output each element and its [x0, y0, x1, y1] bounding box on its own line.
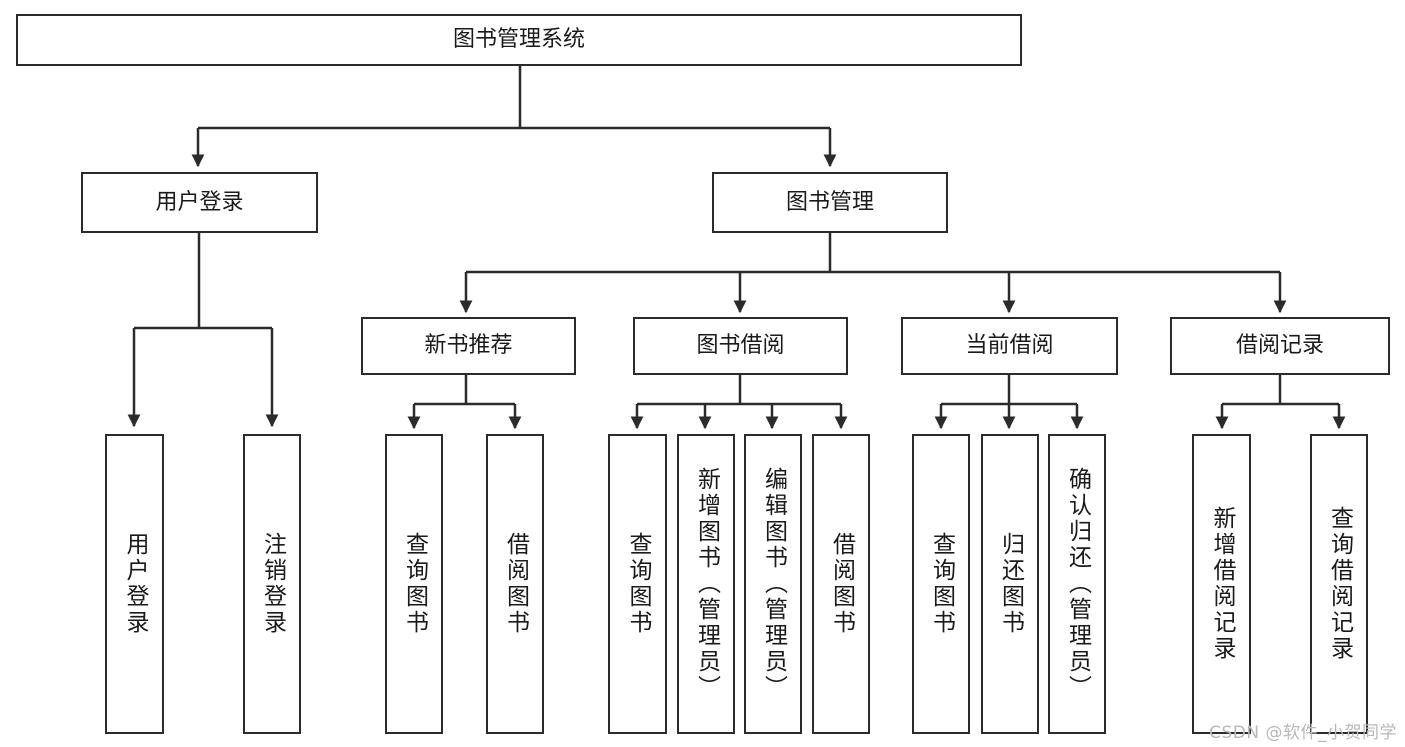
node-leaf-user-login-label: 用户登录 [122, 532, 148, 636]
node-new-book-recommend[interactable]: 新书推荐 [361, 317, 576, 375]
node-leaf-return-book[interactable]: 归还图书 [981, 434, 1039, 734]
node-leaf-borrow-book-label: 借阅图书 [828, 532, 855, 636]
node-leaf-edit-book-admin-label: 编辑图书（管理员） [760, 467, 787, 701]
node-leaf-user-login[interactable]: 用户登录 [105, 434, 164, 734]
node-leaf-add-book-admin[interactable]: 新增图书（管理员） [677, 434, 735, 734]
node-leaf-query-book-new-label: 查询图书 [401, 532, 428, 636]
node-leaf-logout[interactable]: 注销登录 [243, 434, 301, 734]
node-leaf-query-book-current[interactable]: 查询图书 [912, 434, 970, 734]
node-book-borrow-label: 图书借阅 [696, 333, 785, 359]
node-leaf-add-borrow-record[interactable]: 新增借阅记录 [1192, 434, 1251, 734]
node-leaf-add-book-admin-label: 新增图书（管理员） [693, 467, 720, 701]
node-leaf-confirm-return-admin[interactable]: 确认归还（管理员） [1048, 434, 1106, 734]
node-borrow-record[interactable]: 借阅记录 [1170, 317, 1390, 375]
node-root[interactable]: 图书管理系统 [16, 14, 1022, 66]
node-book-management[interactable]: 图书管理 [712, 172, 948, 233]
node-leaf-query-book-borrow-label: 查询图书 [625, 532, 651, 636]
node-leaf-logout-label: 注销登录 [259, 532, 286, 636]
node-current-borrow[interactable]: 当前借阅 [901, 317, 1118, 375]
node-leaf-query-book-borrow[interactable]: 查询图书 [608, 434, 667, 734]
node-leaf-return-book-label: 归还图书 [997, 532, 1024, 636]
node-borrow-record-label: 借阅记录 [1235, 333, 1324, 359]
node-leaf-add-borrow-record-label: 新增借阅记录 [1209, 506, 1235, 662]
node-leaf-borrow-book-new-label: 借阅图书 [502, 532, 529, 636]
node-user-login-label: 用户登录 [155, 189, 244, 215]
watermark-text: CSDN @软件_小贺同学 [1209, 723, 1397, 743]
node-leaf-query-book-new[interactable]: 查询图书 [385, 434, 443, 734]
node-book-management-label: 图书管理 [785, 189, 874, 215]
node-leaf-query-borrow-record-label: 查询借阅记录 [1326, 506, 1353, 662]
node-leaf-borrow-book[interactable]: 借阅图书 [812, 434, 870, 734]
node-leaf-query-borrow-record[interactable]: 查询借阅记录 [1310, 434, 1368, 734]
node-leaf-confirm-return-admin-label: 确认归还（管理员） [1064, 467, 1091, 701]
node-leaf-edit-book-admin[interactable]: 编辑图书（管理员） [744, 434, 802, 734]
node-book-borrow[interactable]: 图书借阅 [633, 317, 848, 375]
node-user-login[interactable]: 用户登录 [81, 172, 318, 233]
node-current-borrow-label: 当前借阅 [965, 333, 1054, 359]
node-leaf-borrow-book-new[interactable]: 借阅图书 [486, 434, 544, 734]
node-root-label: 图书管理系统 [452, 27, 585, 53]
node-leaf-query-book-current-label: 查询图书 [928, 532, 955, 636]
node-new-book-recommend-label: 新书推荐 [424, 333, 513, 359]
